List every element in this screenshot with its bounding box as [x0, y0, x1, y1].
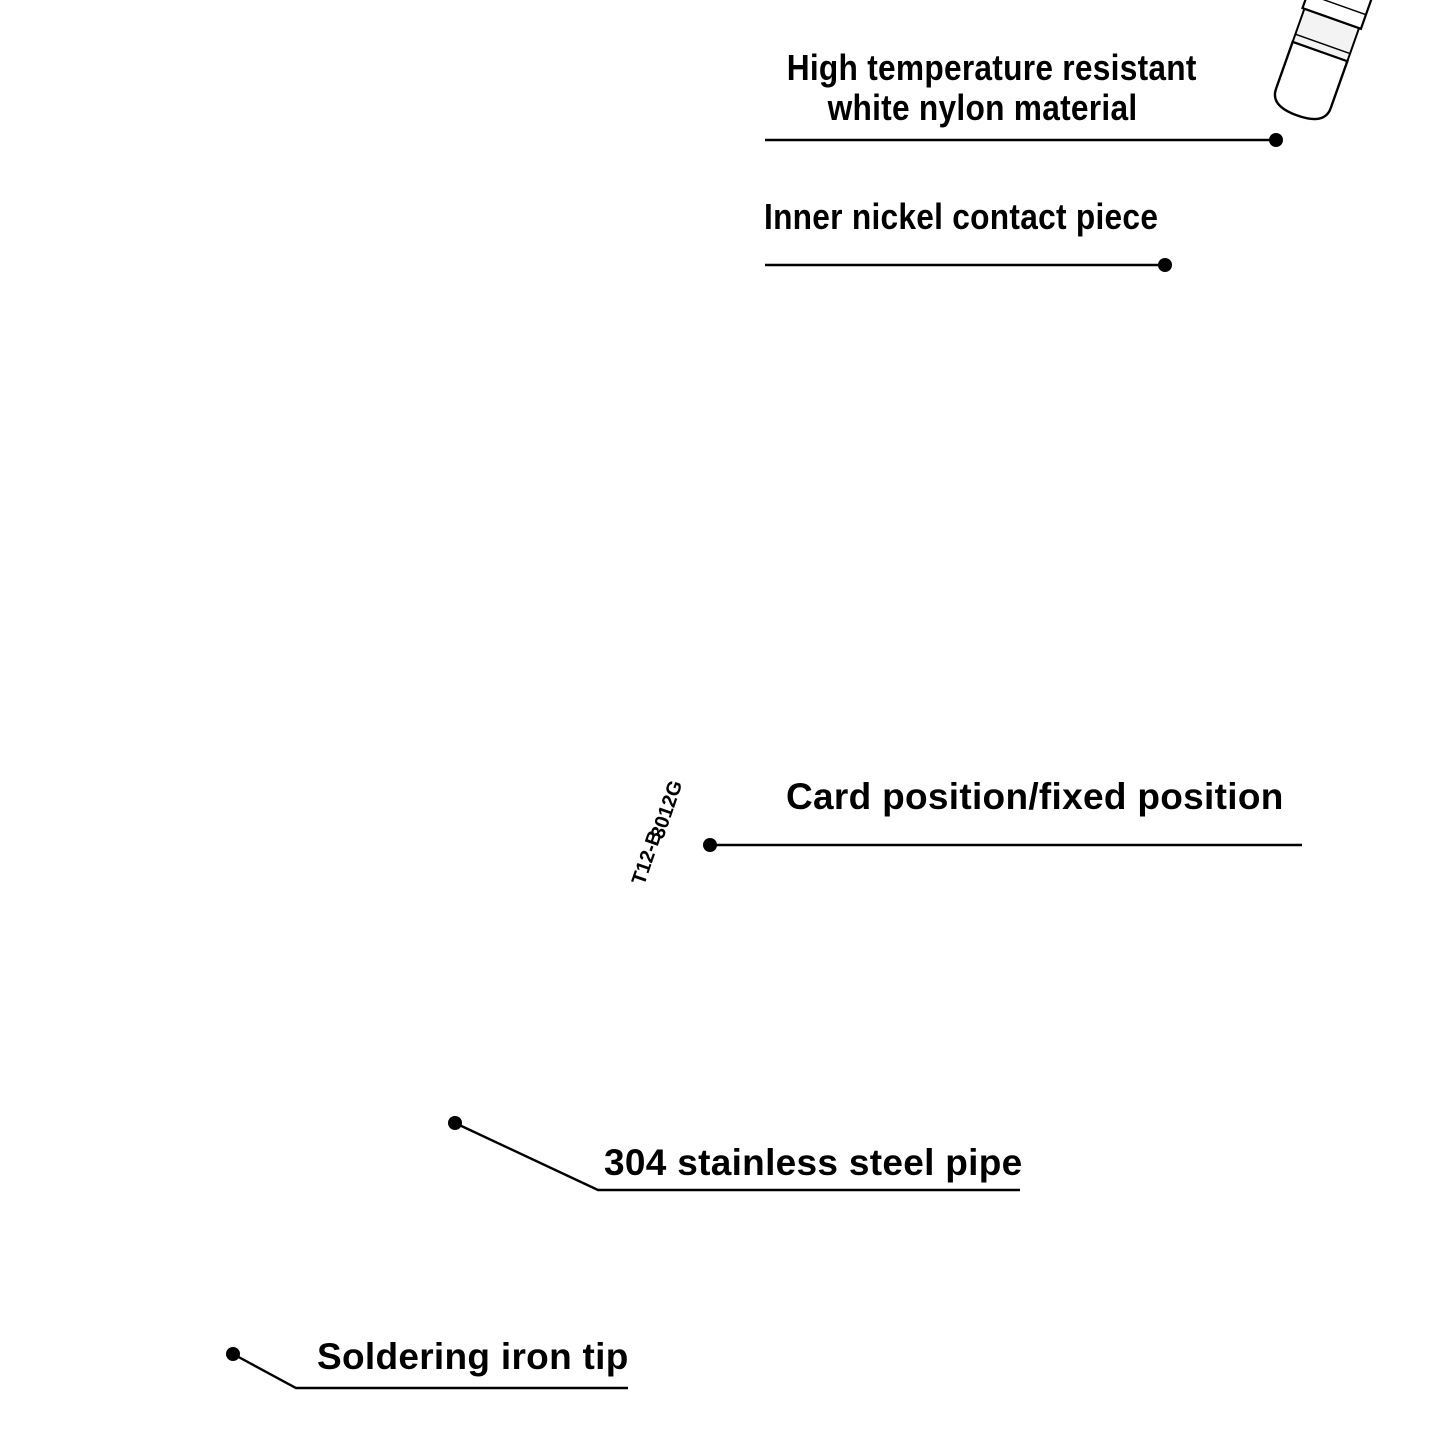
callout-nickel-contact: Inner nickel contact piece: [764, 196, 1159, 237]
leader-line-pipe: [454, 1121, 1020, 1192]
band-text-model: T12-B: [628, 828, 667, 888]
callout-iron-tip: Soldering iron tip: [317, 1336, 629, 1377]
callout-dot-pipe: [448, 1116, 462, 1130]
leader-line-tip: [232, 1352, 628, 1390]
callout-dot-card: [703, 838, 717, 852]
callout-nylon-line-2: white nylon material: [827, 87, 1138, 128]
callout-dot-tip: [226, 1347, 240, 1361]
callout-steel-pipe: 304 stainless steel pipe: [604, 1142, 1023, 1183]
callout-dot-nickel: [1158, 258, 1172, 272]
callout-dot-nylon: [1269, 133, 1283, 147]
callout-nylon-line-1: High temperature resistant: [786, 47, 1197, 88]
callout-nylon-material: High temperature resistant white nylon m…: [786, 47, 1197, 128]
callout-card-position: Card position/fixed position: [786, 776, 1284, 817]
nickel-contact: [1291, 0, 1386, 63]
